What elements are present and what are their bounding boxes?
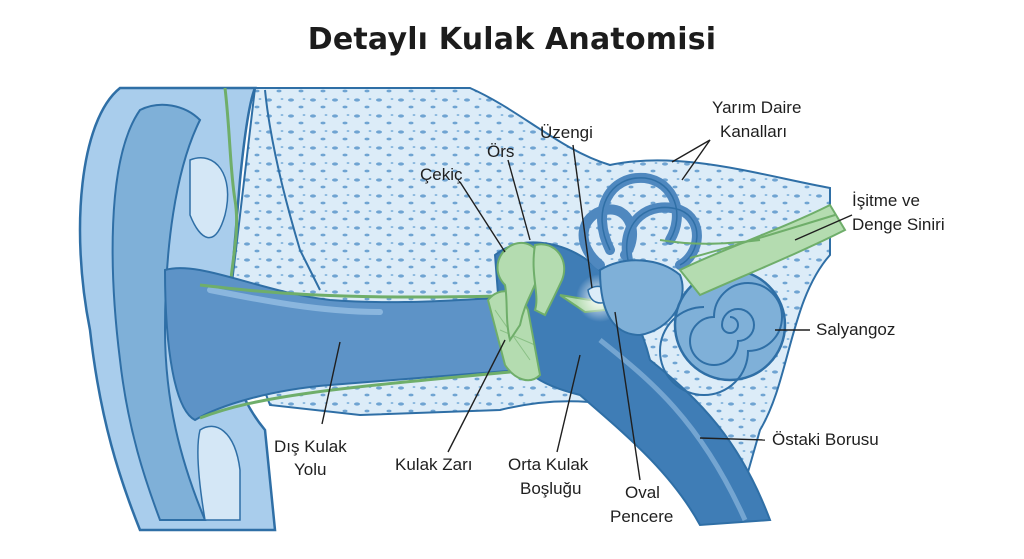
label-yarim-daire-2: Kanalları: [720, 122, 787, 141]
label-ors: Örs: [487, 142, 514, 161]
label-dis-kulak-yolu-1: Dış Kulak: [274, 437, 347, 456]
label-salyangoz: Salyangoz: [816, 320, 895, 339]
label-uzengi: Üzengi: [540, 123, 593, 142]
label-cekic: Çekiç: [420, 165, 463, 184]
auditory-nerve: [659, 203, 847, 297]
leader-lines: [321, 139, 853, 481]
page-title: Detaylı Kulak Anatomisi: [307, 22, 717, 57]
label-isitme-siniri-2: Denge Siniri: [852, 215, 945, 234]
ear-canal: [163, 267, 522, 422]
labels: Dış Kulak Yolu Kulak Zarı Orta Kulak Boş…: [274, 98, 945, 526]
label-kulak-zari: Kulak Zarı: [395, 455, 472, 474]
vestibule: [598, 259, 684, 337]
ossicles: [496, 241, 607, 343]
semicircular-canals-outline: [601, 177, 698, 266]
label-orta-kulak-1: Orta Kulak: [508, 455, 589, 474]
label-isitme-siniri-1: İşitme ve: [852, 191, 920, 210]
label-yarim-daire-1: Yarım Daire: [712, 98, 801, 117]
label-oval-pencere-2: Pencere: [610, 507, 673, 526]
label-dis-kulak-yolu-2: Yolu: [294, 460, 326, 479]
label-ostaki-borusu: Östaki Borusu: [772, 430, 879, 449]
cochlea: [659, 268, 787, 396]
label-orta-kulak-2: Boşluğu: [520, 479, 581, 498]
label-oval-pencere-1: Oval: [625, 483, 660, 502]
